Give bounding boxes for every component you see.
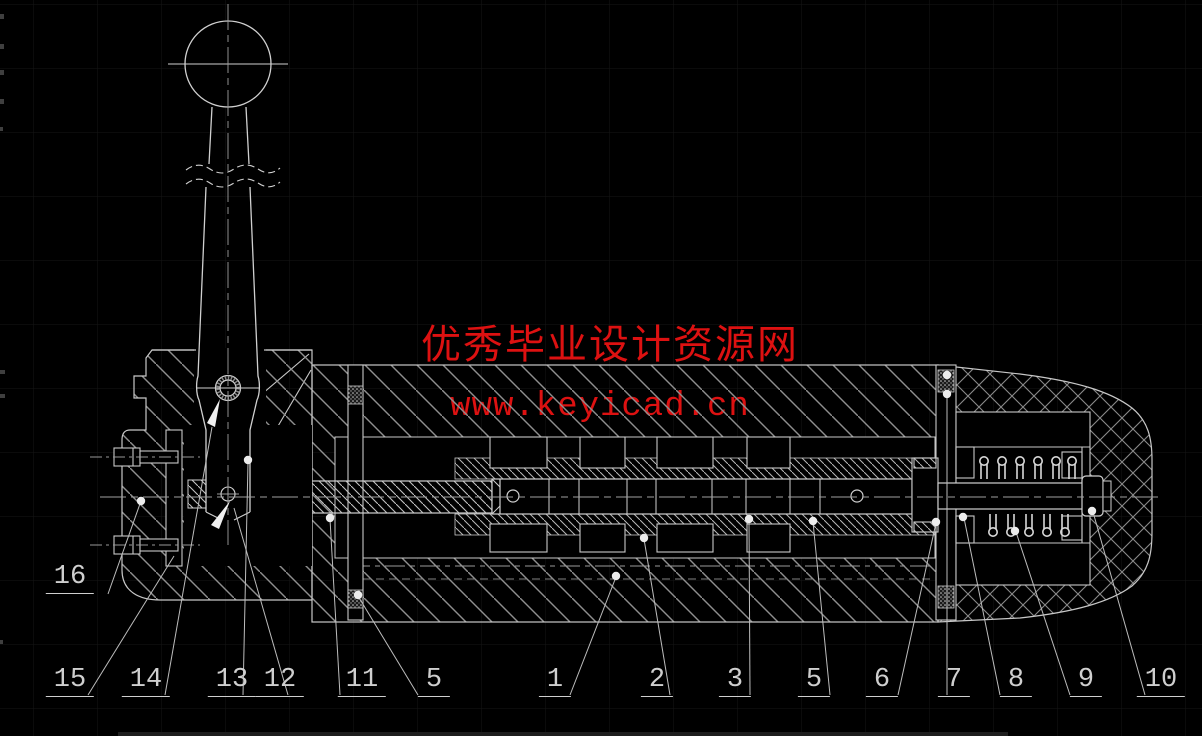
part-callout-6: 6 bbox=[865, 666, 899, 697]
mounting-bolts bbox=[90, 447, 200, 555]
part-callout-8: 8 bbox=[999, 666, 1033, 697]
seal-bottom-right bbox=[937, 585, 955, 609]
part-callout-12: 12 bbox=[255, 666, 305, 697]
leader-dots bbox=[136, 370, 1097, 600]
part-callout-2: 2 bbox=[640, 666, 674, 697]
part-callout-3: 3 bbox=[718, 666, 752, 697]
bolt-bottom bbox=[90, 535, 200, 555]
spring-coils-bottom bbox=[987, 514, 1071, 537]
part-callout-1: 1 bbox=[538, 666, 572, 697]
part-callout-10: 10 bbox=[1136, 666, 1186, 697]
spring-coils-top bbox=[978, 455, 1078, 479]
hidden-passage-lines bbox=[350, 565, 930, 580]
part-callout-15: 15 bbox=[45, 666, 95, 697]
leader-arrows bbox=[207, 399, 230, 529]
spool-pin-hole-right bbox=[850, 489, 864, 503]
part-callout-9: 9 bbox=[1069, 666, 1103, 697]
part-callout-14: 14 bbox=[121, 666, 171, 697]
seal-top-left bbox=[347, 385, 364, 405]
lever-bracket bbox=[121, 348, 313, 601]
cutoff-titleblock-edge bbox=[118, 732, 1008, 736]
centerlines bbox=[100, 4, 1162, 545]
spool bbox=[491, 478, 913, 515]
part-callout-5-right: 5 bbox=[797, 666, 831, 697]
part-callout-16: 16 bbox=[45, 563, 95, 594]
spool-pin-hole-left bbox=[506, 489, 520, 503]
mounting-plate bbox=[165, 429, 183, 567]
part-callout-7: 7 bbox=[937, 666, 971, 697]
return-spring bbox=[978, 455, 1078, 537]
spring-rod-end bbox=[937, 475, 1112, 517]
part-callout-13: 13 bbox=[207, 666, 257, 697]
port-blocks-top bbox=[489, 436, 791, 469]
callout-leaders bbox=[87, 395, 1146, 696]
bolt-top bbox=[90, 447, 200, 467]
part-callout-5-left: 5 bbox=[417, 666, 451, 697]
left-edge-artifacts bbox=[0, 14, 5, 644]
break-symbol bbox=[185, 164, 281, 188]
part-callout-11: 11 bbox=[337, 666, 387, 697]
port-blocks-bottom bbox=[489, 523, 791, 553]
